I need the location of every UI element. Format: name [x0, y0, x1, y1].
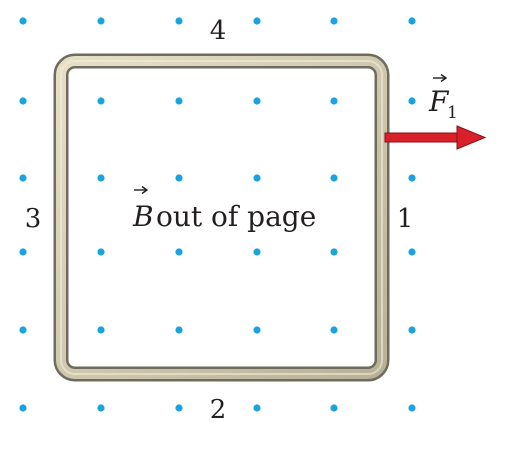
- field-dot: [408, 248, 416, 256]
- field-dot: [175, 17, 183, 25]
- force-arrow: [384, 125, 487, 150]
- field-dot: [19, 404, 27, 412]
- field-dot: [19, 97, 27, 105]
- side-label-bottom: 2: [210, 395, 227, 425]
- field-dot: [408, 404, 416, 412]
- field-dot: [97, 248, 105, 256]
- vector-arrow-icon: [433, 73, 448, 83]
- vector-arrow-icon: [134, 185, 149, 195]
- field-dot: [253, 17, 261, 25]
- field-dot: [175, 326, 183, 334]
- field-dot: [253, 404, 261, 412]
- field-label: B out of page: [132, 185, 316, 233]
- field-dot: [19, 17, 27, 25]
- force-subscript: 1: [447, 103, 458, 123]
- field-dot: [408, 174, 416, 182]
- field-dot: [330, 97, 338, 105]
- field-dot: [19, 248, 27, 256]
- field-dot: [97, 97, 105, 105]
- field-dot: [97, 404, 105, 412]
- field-dot: [175, 174, 183, 182]
- field-dot: [408, 97, 416, 105]
- field-dot: [19, 326, 27, 334]
- field-dot: [408, 17, 416, 25]
- field-dot: [253, 326, 261, 334]
- field-dot: [330, 326, 338, 334]
- side-label-top: 4: [210, 16, 227, 46]
- field-dot: [175, 248, 183, 256]
- side-label-left: 3: [25, 204, 42, 234]
- field-dot: [253, 97, 261, 105]
- field-dot: [97, 174, 105, 182]
- field-dot: [253, 174, 261, 182]
- field-dot: [97, 17, 105, 25]
- field-dot: [330, 404, 338, 412]
- field-dot: [253, 248, 261, 256]
- current-loop: [53, 53, 390, 382]
- force-symbol: F: [428, 85, 450, 118]
- field-dot: [330, 174, 338, 182]
- field-dot: [330, 17, 338, 25]
- field-dot: [330, 248, 338, 256]
- field-dot: [19, 174, 27, 182]
- side-label-right: 1: [397, 204, 414, 234]
- field-dot: [97, 326, 105, 334]
- force-label: F 1: [428, 73, 458, 123]
- field-dot: [175, 404, 183, 412]
- field-description: out of page: [156, 200, 316, 233]
- magnetic-field-dots: [19, 17, 416, 412]
- field-dot: [408, 326, 416, 334]
- field-dot: [175, 97, 183, 105]
- field-symbol: B: [132, 200, 154, 233]
